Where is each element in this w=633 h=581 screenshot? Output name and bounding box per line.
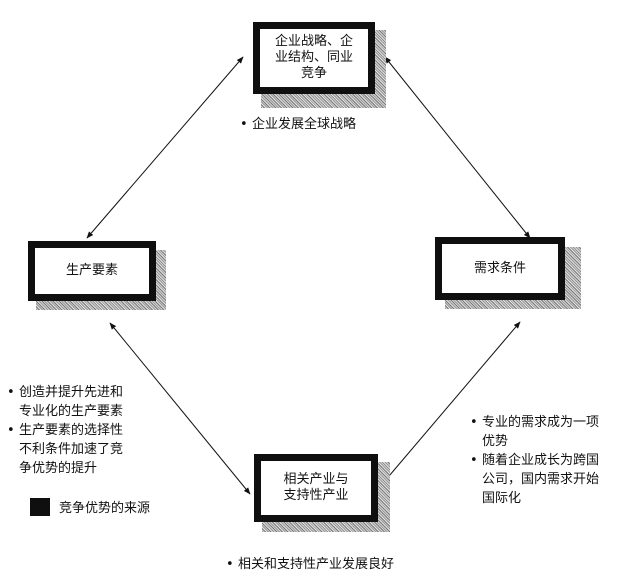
bullet-dot: •: [470, 415, 478, 430]
demand-bullets: • 专业的需求成为一项 优势 • 随着企业成长为跨国 公司，国内需求开始 国际化: [470, 413, 599, 508]
list-item: • 生产要素的选择性 不利条件加速了竞 争优势的提升: [7, 421, 123, 478]
arrow-strategy-factor: [86, 56, 244, 239]
demand-node: 需求条件: [435, 237, 565, 300]
demand-node-label: 需求条件: [473, 260, 526, 276]
list-item: • 相关和支持性产业发展良好: [226, 555, 394, 574]
bullet-text: 企业发展全球战略: [252, 117, 357, 132]
factor-node: 生产要素: [28, 241, 156, 301]
legend: 竞争优势的来源: [30, 497, 150, 516]
arrow-factor-related: [109, 322, 251, 495]
related-bullets: • 相关和支持性产业发展良好: [226, 555, 394, 574]
list-item: • 随着企业成长为跨国 公司，国内需求开始 国际化: [470, 451, 599, 508]
list-item: • 企业发展全球战略: [240, 115, 356, 134]
legend-swatch: [30, 497, 50, 516]
factor-node-label: 生产要素: [65, 263, 118, 278]
list-item: • 创造并提升先进和 专业化的生产要素: [7, 383, 123, 421]
bullet-dot: •: [226, 557, 234, 572]
bullet-text: 相关和支持性产业发展良好: [238, 557, 395, 572]
bullet-text: 生产要素的选择性 不利条件加速了竞 争优势的提升: [19, 423, 124, 476]
factor-bullets: • 创造并提升先进和 专业化的生产要素 • 生产要素的选择性 不利条件加速了竞 …: [7, 383, 123, 478]
strategy-node-label: 企业战略、企 业结构、同业 竞争: [274, 34, 353, 81]
related-node-label: 相关产业与 支持性产业: [283, 472, 349, 503]
strategy-node: 企业战略、企 业结构、同业 竞争: [253, 22, 375, 94]
bullet-dot: •: [240, 117, 248, 132]
related-node: 相关产业与 支持性产业: [254, 454, 378, 522]
bullet-text: 随着企业成长为跨国 公司，国内需求开始 国际化: [482, 453, 600, 506]
arrow-strategy-demand: [384, 56, 531, 239]
list-item: • 专业的需求成为一项 优势: [470, 413, 599, 451]
bullet-dot: •: [7, 423, 15, 438]
strategy-bullets: • 企业发展全球战略: [240, 115, 356, 134]
bullet-text: 创造并提升先进和 专业化的生产要素: [19, 385, 124, 419]
legend-label: 竞争优势的来源: [59, 501, 151, 516]
bullet-text: 专业的需求成为一项 优势: [482, 415, 600, 449]
arrow-demand-related: [371, 321, 521, 497]
bullet-dot: •: [7, 385, 15, 400]
bullet-dot: •: [470, 453, 478, 468]
